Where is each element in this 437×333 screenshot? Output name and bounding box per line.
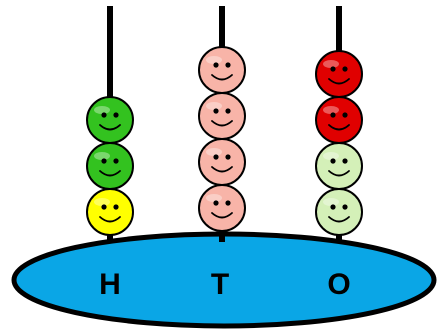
abacus-beads xyxy=(86,46,363,236)
smiley-face-icon xyxy=(315,142,363,190)
smiley-face-icon xyxy=(86,96,134,144)
smiley-face-icon xyxy=(198,138,246,186)
label-tens: T xyxy=(211,268,229,301)
smiley-face-icon xyxy=(315,188,363,236)
smiley-face-icon xyxy=(86,188,134,236)
smiley-face-icon xyxy=(86,142,134,190)
label-hundreds: H xyxy=(99,268,121,301)
smiley-face-icon xyxy=(315,50,363,98)
smiley-face-icon xyxy=(198,92,246,140)
smiley-face-icon xyxy=(198,46,246,94)
smiley-face-icon xyxy=(315,96,363,144)
label-ones: O xyxy=(327,268,350,301)
smiley-face-icon xyxy=(198,184,246,232)
